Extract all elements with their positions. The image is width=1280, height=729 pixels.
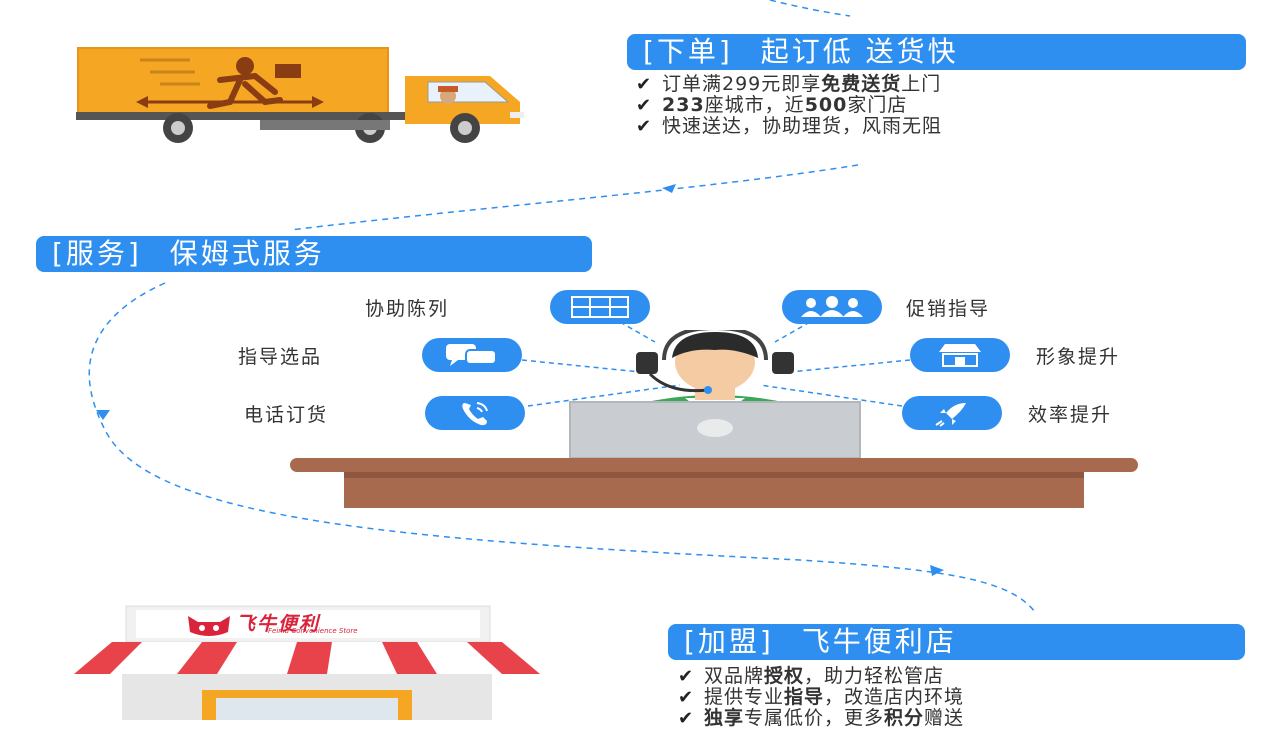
- checkmark-icon: ✔: [636, 74, 653, 95]
- join-banner-text: 飞牛便利店: [801, 625, 957, 658]
- service-label-selection: 指导选品: [238, 346, 323, 368]
- bullet-text: 快速送达，协助理货，风雨无阻: [662, 115, 943, 137]
- service-label-display: 协助陈列: [365, 298, 450, 320]
- bullet-bold-text: 授权: [764, 665, 805, 687]
- bullet-bold-text: 独享: [704, 707, 745, 729]
- bullet-text: 双品牌: [704, 665, 765, 687]
- cat-logo-icon: [188, 616, 230, 636]
- order-banner-text: 起订低 送货快: [760, 35, 959, 68]
- bullet-bold-text: 指导: [784, 686, 825, 708]
- join-banner-tag: [加盟]: [684, 625, 774, 658]
- store-sign-chinese: 飞牛便利: [236, 613, 321, 635]
- service-section-banner: [服务] 保姆式服务: [36, 236, 592, 272]
- store-sign-english: Feiniu Convenience Store: [268, 627, 358, 635]
- order-section-banner: [下单] 起订低 送货快: [627, 34, 1246, 70]
- bullet-text: ，改造店内环境: [824, 686, 965, 708]
- join-section-banner: [加盟] 飞牛便利店: [668, 624, 1245, 660]
- service-banner-text: 保姆式服务: [169, 237, 325, 270]
- bullet-text: 上门: [901, 73, 942, 95]
- service-label-image: 形象提升: [1036, 346, 1121, 368]
- bullet-text: 提供专业: [704, 686, 785, 708]
- customer-service-agent-illustration: [569, 330, 861, 465]
- checkmark-icon: ✔: [636, 116, 653, 137]
- service-banner-tag: [服务]: [52, 237, 142, 270]
- list-item: ✔ 独享专属低价，更多积分赠送: [678, 708, 964, 729]
- checkmark-icon: ✔: [636, 95, 653, 116]
- bullet-text: 座城市，近: [704, 94, 805, 116]
- order-banner-tag: [下单]: [643, 35, 733, 68]
- checkmark-icon: ✔: [678, 708, 695, 729]
- service-label-phone-order: 电话订货: [244, 404, 329, 426]
- list-item: ✔ 双品牌授权，助力轻松管店: [678, 665, 964, 688]
- checkmark-icon: ✔: [678, 687, 695, 708]
- bullet-bold-text: 500: [804, 94, 848, 116]
- shelf-icon: [550, 290, 650, 324]
- service-label-efficiency: 效率提升: [1028, 404, 1113, 426]
- store-sign: 飞牛便利 Feiniu Convenience Store: [182, 610, 442, 640]
- chat-icon: [422, 338, 522, 372]
- bullet-text: 订单满299元即享: [662, 73, 822, 95]
- rocket-icon: [902, 396, 1002, 430]
- bullet-bold-text: 免费送货: [821, 73, 902, 95]
- group-icon: [782, 290, 882, 324]
- bullet-text: 专属低价，更多: [744, 707, 885, 729]
- delivery-truck-illustration: [76, 47, 524, 143]
- phone-icon: [425, 396, 525, 430]
- desk-illustration: [290, 458, 1138, 508]
- list-item: ✔ 订单满299元即享免费送货上门: [636, 73, 942, 96]
- bullet-bold-text: 积分: [884, 707, 925, 729]
- list-item: ✔ 快速送达，协助理货，风雨无阻: [636, 115, 943, 138]
- checkmark-icon: ✔: [678, 666, 695, 687]
- service-label-promotion: 促销指导: [906, 298, 991, 320]
- convenience-store-illustration: [74, 605, 540, 720]
- storefront-icon: [910, 338, 1010, 372]
- bullet-text: ，助力轻松管店: [804, 665, 945, 687]
- bullet-text: 赠送: [924, 707, 965, 729]
- bullet-bold-text: 233: [662, 94, 705, 116]
- list-item: ✔ 提供专业指导，改造店内环境: [678, 686, 965, 709]
- bullet-text: 家门店: [847, 94, 908, 116]
